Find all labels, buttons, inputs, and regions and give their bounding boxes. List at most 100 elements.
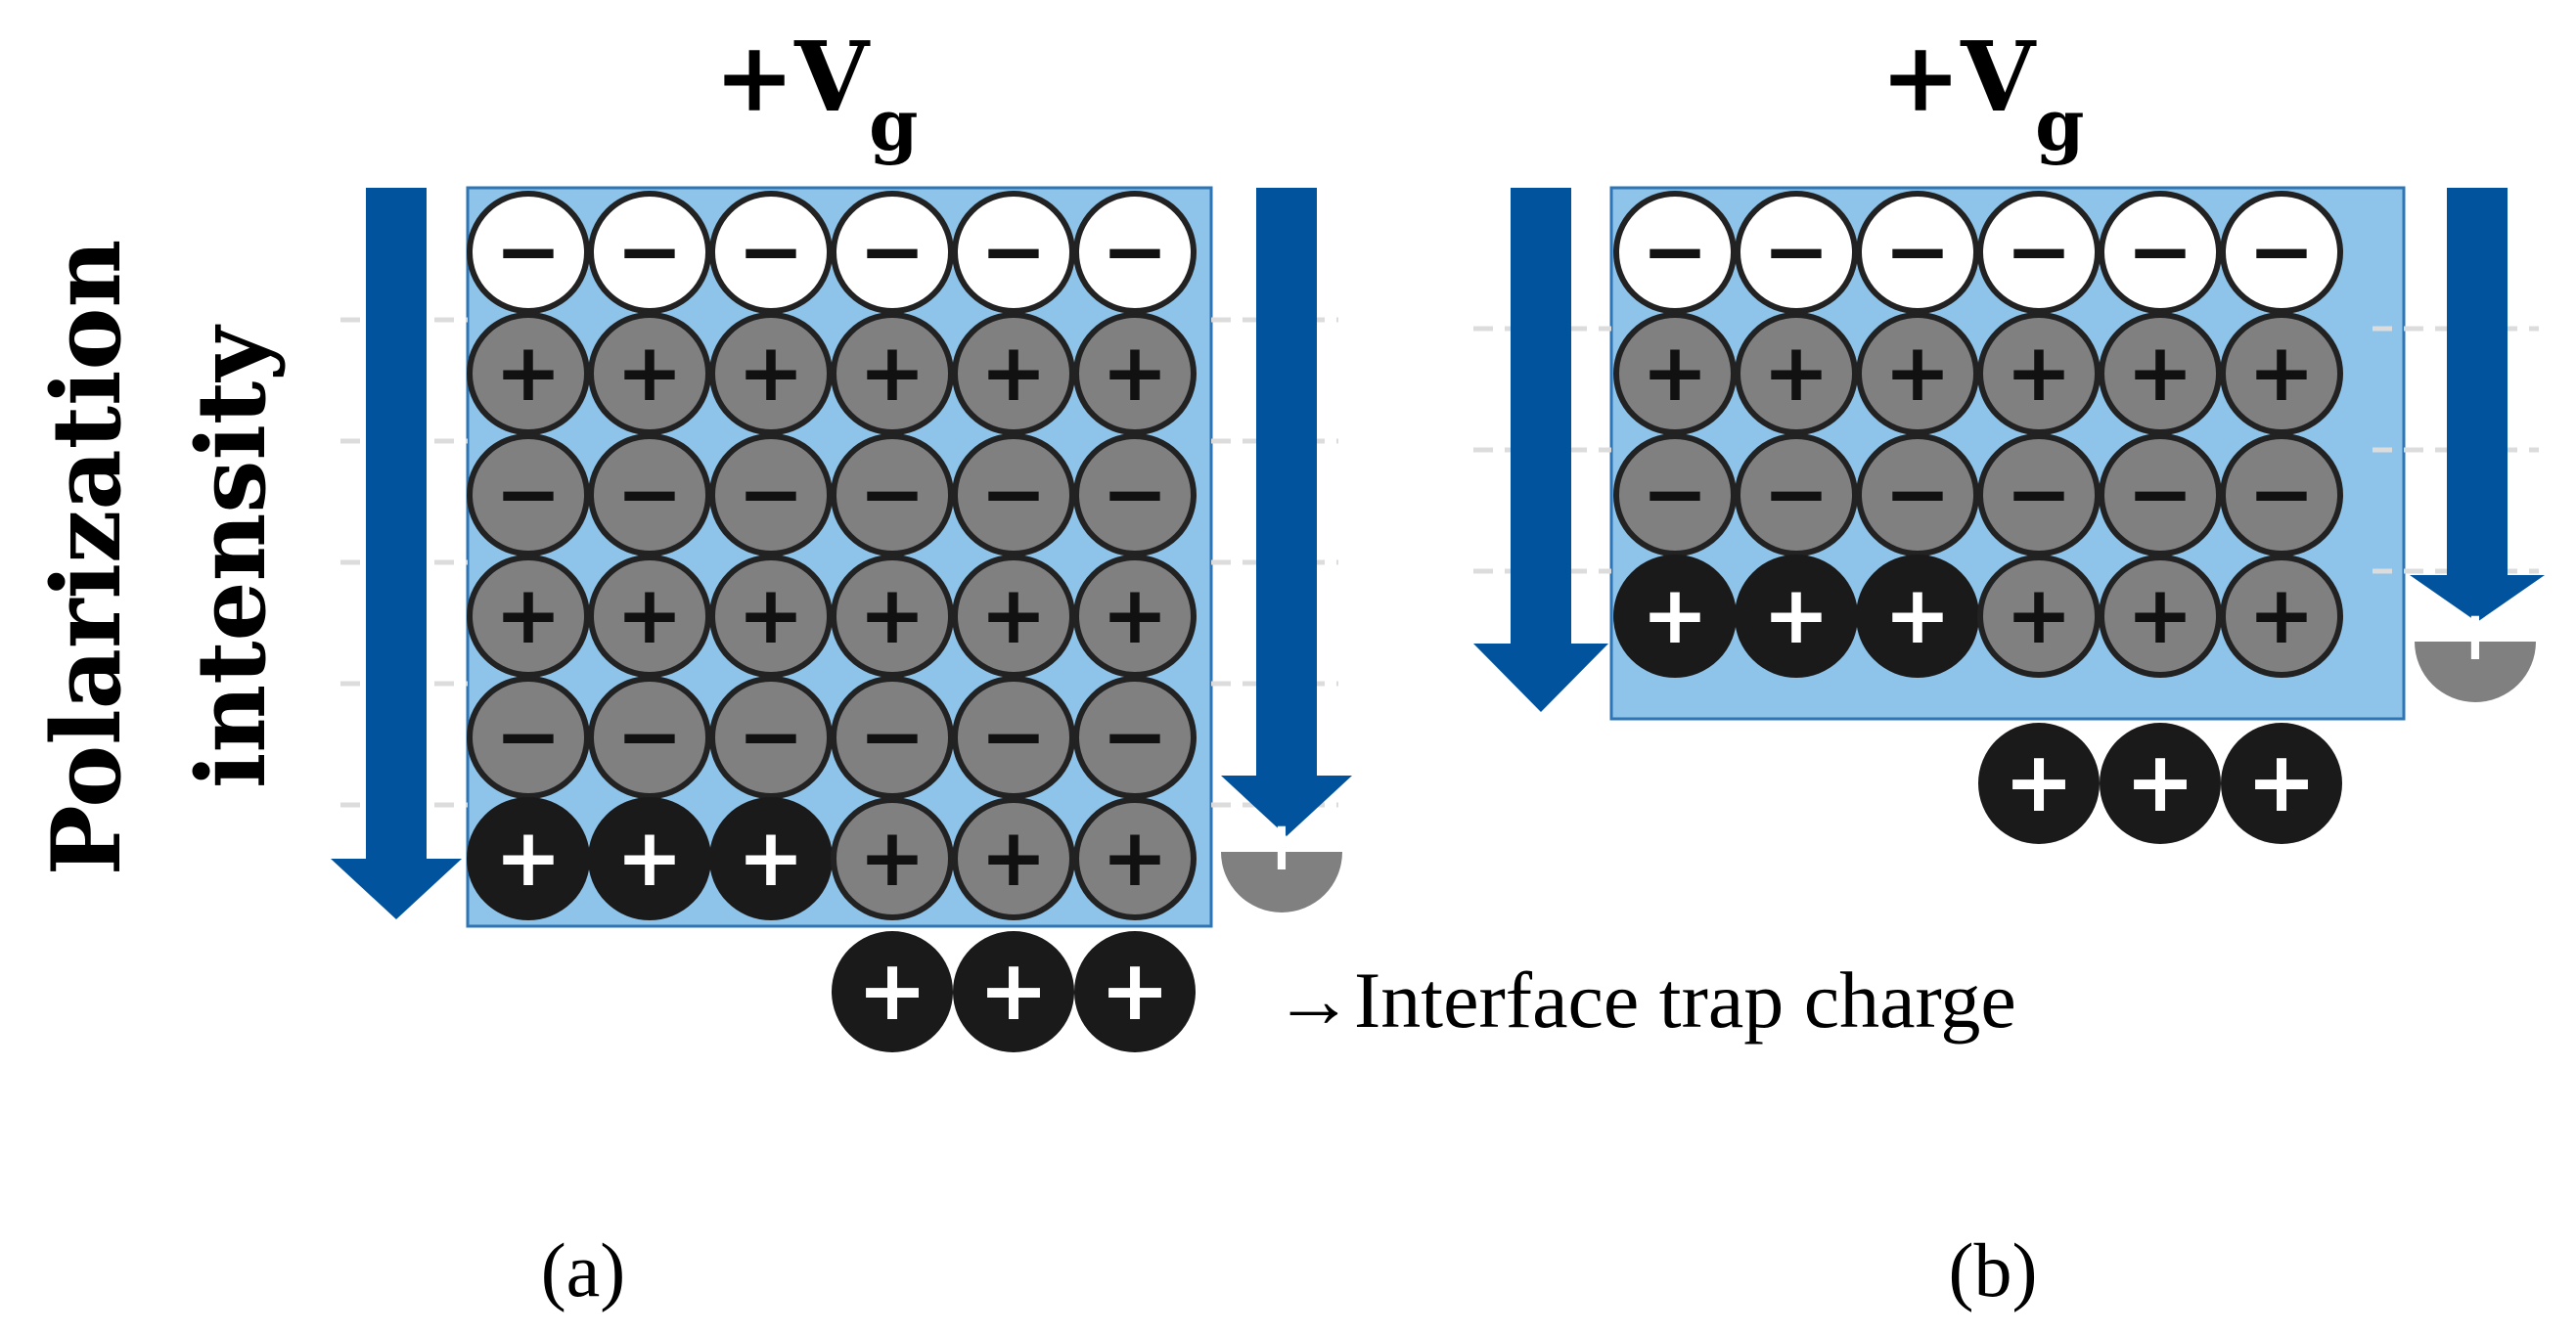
svg-text:+: + (2004, 734, 2074, 831)
axis-label-intensity: intensity (176, 324, 287, 788)
dipole-charge-a-r5-c0: + (467, 797, 590, 920)
svg-text:−: − (980, 205, 1048, 298)
interface-trap-charge-a-2: + (1074, 931, 1196, 1052)
svg-text:+: + (2246, 734, 2317, 831)
svg-text:+: + (2127, 569, 2194, 662)
partial-charge-b: + (2415, 596, 2536, 702)
axis-label-polarization: Polarization (31, 240, 142, 876)
interface-trap-charge-b-1: + (2100, 723, 2221, 844)
svg-text:−: − (495, 448, 563, 541)
svg-text:+: + (2125, 734, 2195, 831)
svg-text:+: + (1253, 806, 1311, 886)
dipole-charge-a-r5-c1: + (588, 797, 711, 920)
svg-text:+: + (2127, 327, 2194, 420)
dipole-charge-a-r4-c2: − (709, 676, 833, 799)
svg-text:−: − (1102, 448, 1169, 541)
dipole-charge-b-r2-c1: − (1735, 433, 1858, 556)
gate-voltage-text-a: +V (714, 22, 871, 134)
svg-text:+: + (1763, 327, 1830, 420)
svg-text:−: − (2006, 205, 2073, 298)
dipole-charge-a-r2-c4: − (952, 433, 1075, 556)
dipole-charge-a-r0-c1: − (588, 191, 711, 314)
interface-trap-charge-a-1: + (953, 931, 1074, 1052)
svg-text:−: − (1102, 205, 1169, 298)
svg-text:+: + (857, 942, 927, 1040)
dipole-charge-a-r1-c5: + (1073, 312, 1197, 435)
gate-voltage-label-b: +Vg (1880, 22, 2085, 166)
dipole-charge-b-r3-c1: + (1735, 555, 1858, 678)
svg-text:+: + (1102, 569, 1169, 662)
dipole-charge-b-r2-c0: − (1613, 433, 1737, 556)
svg-text:−: − (2248, 448, 2316, 541)
svg-text:+: + (859, 569, 926, 662)
svg-text:−: − (859, 690, 926, 783)
svg-text:−: − (1642, 448, 1709, 541)
dipole-charge-a-r0-c0: − (467, 191, 590, 314)
dipole-charge-b-r2-c2: − (1856, 433, 1979, 556)
svg-text:−: − (738, 205, 805, 298)
dipole-charge-a-r0-c3: − (831, 191, 954, 314)
svg-text:+: + (2006, 327, 2073, 420)
svg-text:+: + (859, 812, 926, 905)
polarization-arrow-b-right (2410, 188, 2545, 622)
dipole-charge-b-r1-c4: + (2099, 312, 2222, 435)
svg-text:−: − (1884, 448, 1952, 541)
svg-text:−: − (859, 448, 926, 541)
svg-text:+: + (980, 569, 1048, 662)
dipole-charge-b-r0-c5: − (2220, 191, 2343, 314)
dipole-charge-a-r1-c2: + (709, 312, 833, 435)
svg-text:−: − (980, 448, 1048, 541)
svg-text:+: + (738, 569, 805, 662)
dipole-charge-b-r0-c1: − (1735, 191, 1858, 314)
svg-text:+: + (495, 812, 563, 905)
interface-trap-charge-a-0: + (832, 931, 953, 1052)
svg-text:+: + (2248, 569, 2316, 662)
dipole-charge-a-r0-c4: − (952, 191, 1075, 314)
svg-text:+: + (859, 327, 926, 420)
dipole-charge-a-r4-c1: − (588, 676, 711, 799)
svg-text:+: + (738, 812, 805, 905)
svg-text:−: − (2248, 205, 2316, 298)
dipole-charge-b-r1-c2: + (1856, 312, 1979, 435)
svg-text:+: + (1100, 942, 1170, 1040)
dipole-charge-a-r0-c5: − (1073, 191, 1197, 314)
svg-text:−: − (495, 690, 563, 783)
dipole-charge-a-r1-c0: + (467, 312, 590, 435)
svg-text:−: − (616, 205, 684, 298)
dipole-charge-a-r5-c5: + (1073, 797, 1197, 920)
svg-text:−: − (738, 690, 805, 783)
svg-text:−: − (2006, 448, 2073, 541)
gate-voltage-subscript-a: g (869, 83, 918, 166)
svg-text:+: + (980, 812, 1048, 905)
dipole-charge-b-r3-c3: + (1977, 555, 2101, 678)
dipole-charge-a-r1-c1: + (588, 312, 711, 435)
dipole-charge-a-r3-c3: + (831, 555, 954, 678)
dipole-charge-a-r3-c1: + (588, 555, 711, 678)
dipole-charge-a-r3-c4: + (952, 555, 1075, 678)
dipole-charge-b-r0-c2: − (1856, 191, 1979, 314)
interface-trap-charge-b-2: + (2221, 723, 2342, 844)
svg-text:+: + (616, 569, 684, 662)
dipole-charge-a-r2-c1: − (588, 433, 711, 556)
dipole-charge-b-r3-c4: + (2099, 555, 2222, 678)
svg-text:+: + (1102, 812, 1169, 905)
svg-text:−: − (2127, 205, 2194, 298)
polarization-arrow-a-right (1221, 188, 1352, 836)
dipole-charge-b-r1-c3: + (1977, 312, 2101, 435)
dipole-charge-a-r2-c2: − (709, 433, 833, 556)
interface-trap-charge-b-0: + (1978, 723, 2100, 844)
dipole-charge-a-r1-c4: + (952, 312, 1075, 435)
gate-voltage-text-b: +V (1880, 22, 2037, 134)
svg-text:−: − (2127, 448, 2194, 541)
dipole-charge-b-r3-c0: + (1613, 555, 1737, 678)
svg-text:+: + (1642, 569, 1709, 662)
svg-text:+: + (616, 327, 684, 420)
dipole-charge-b-r0-c4: − (2099, 191, 2222, 314)
dipole-charge-a-r3-c2: + (709, 555, 833, 678)
dipole-charge-a-r0-c2: − (709, 191, 833, 314)
dipole-charge-b-r3-c2: + (1856, 555, 1979, 678)
interface-trap-charge-label: →Interface trap charge (1274, 956, 2016, 1045)
svg-text:−: − (616, 448, 684, 541)
dipole-charge-b-r1-c0: + (1613, 312, 1737, 435)
